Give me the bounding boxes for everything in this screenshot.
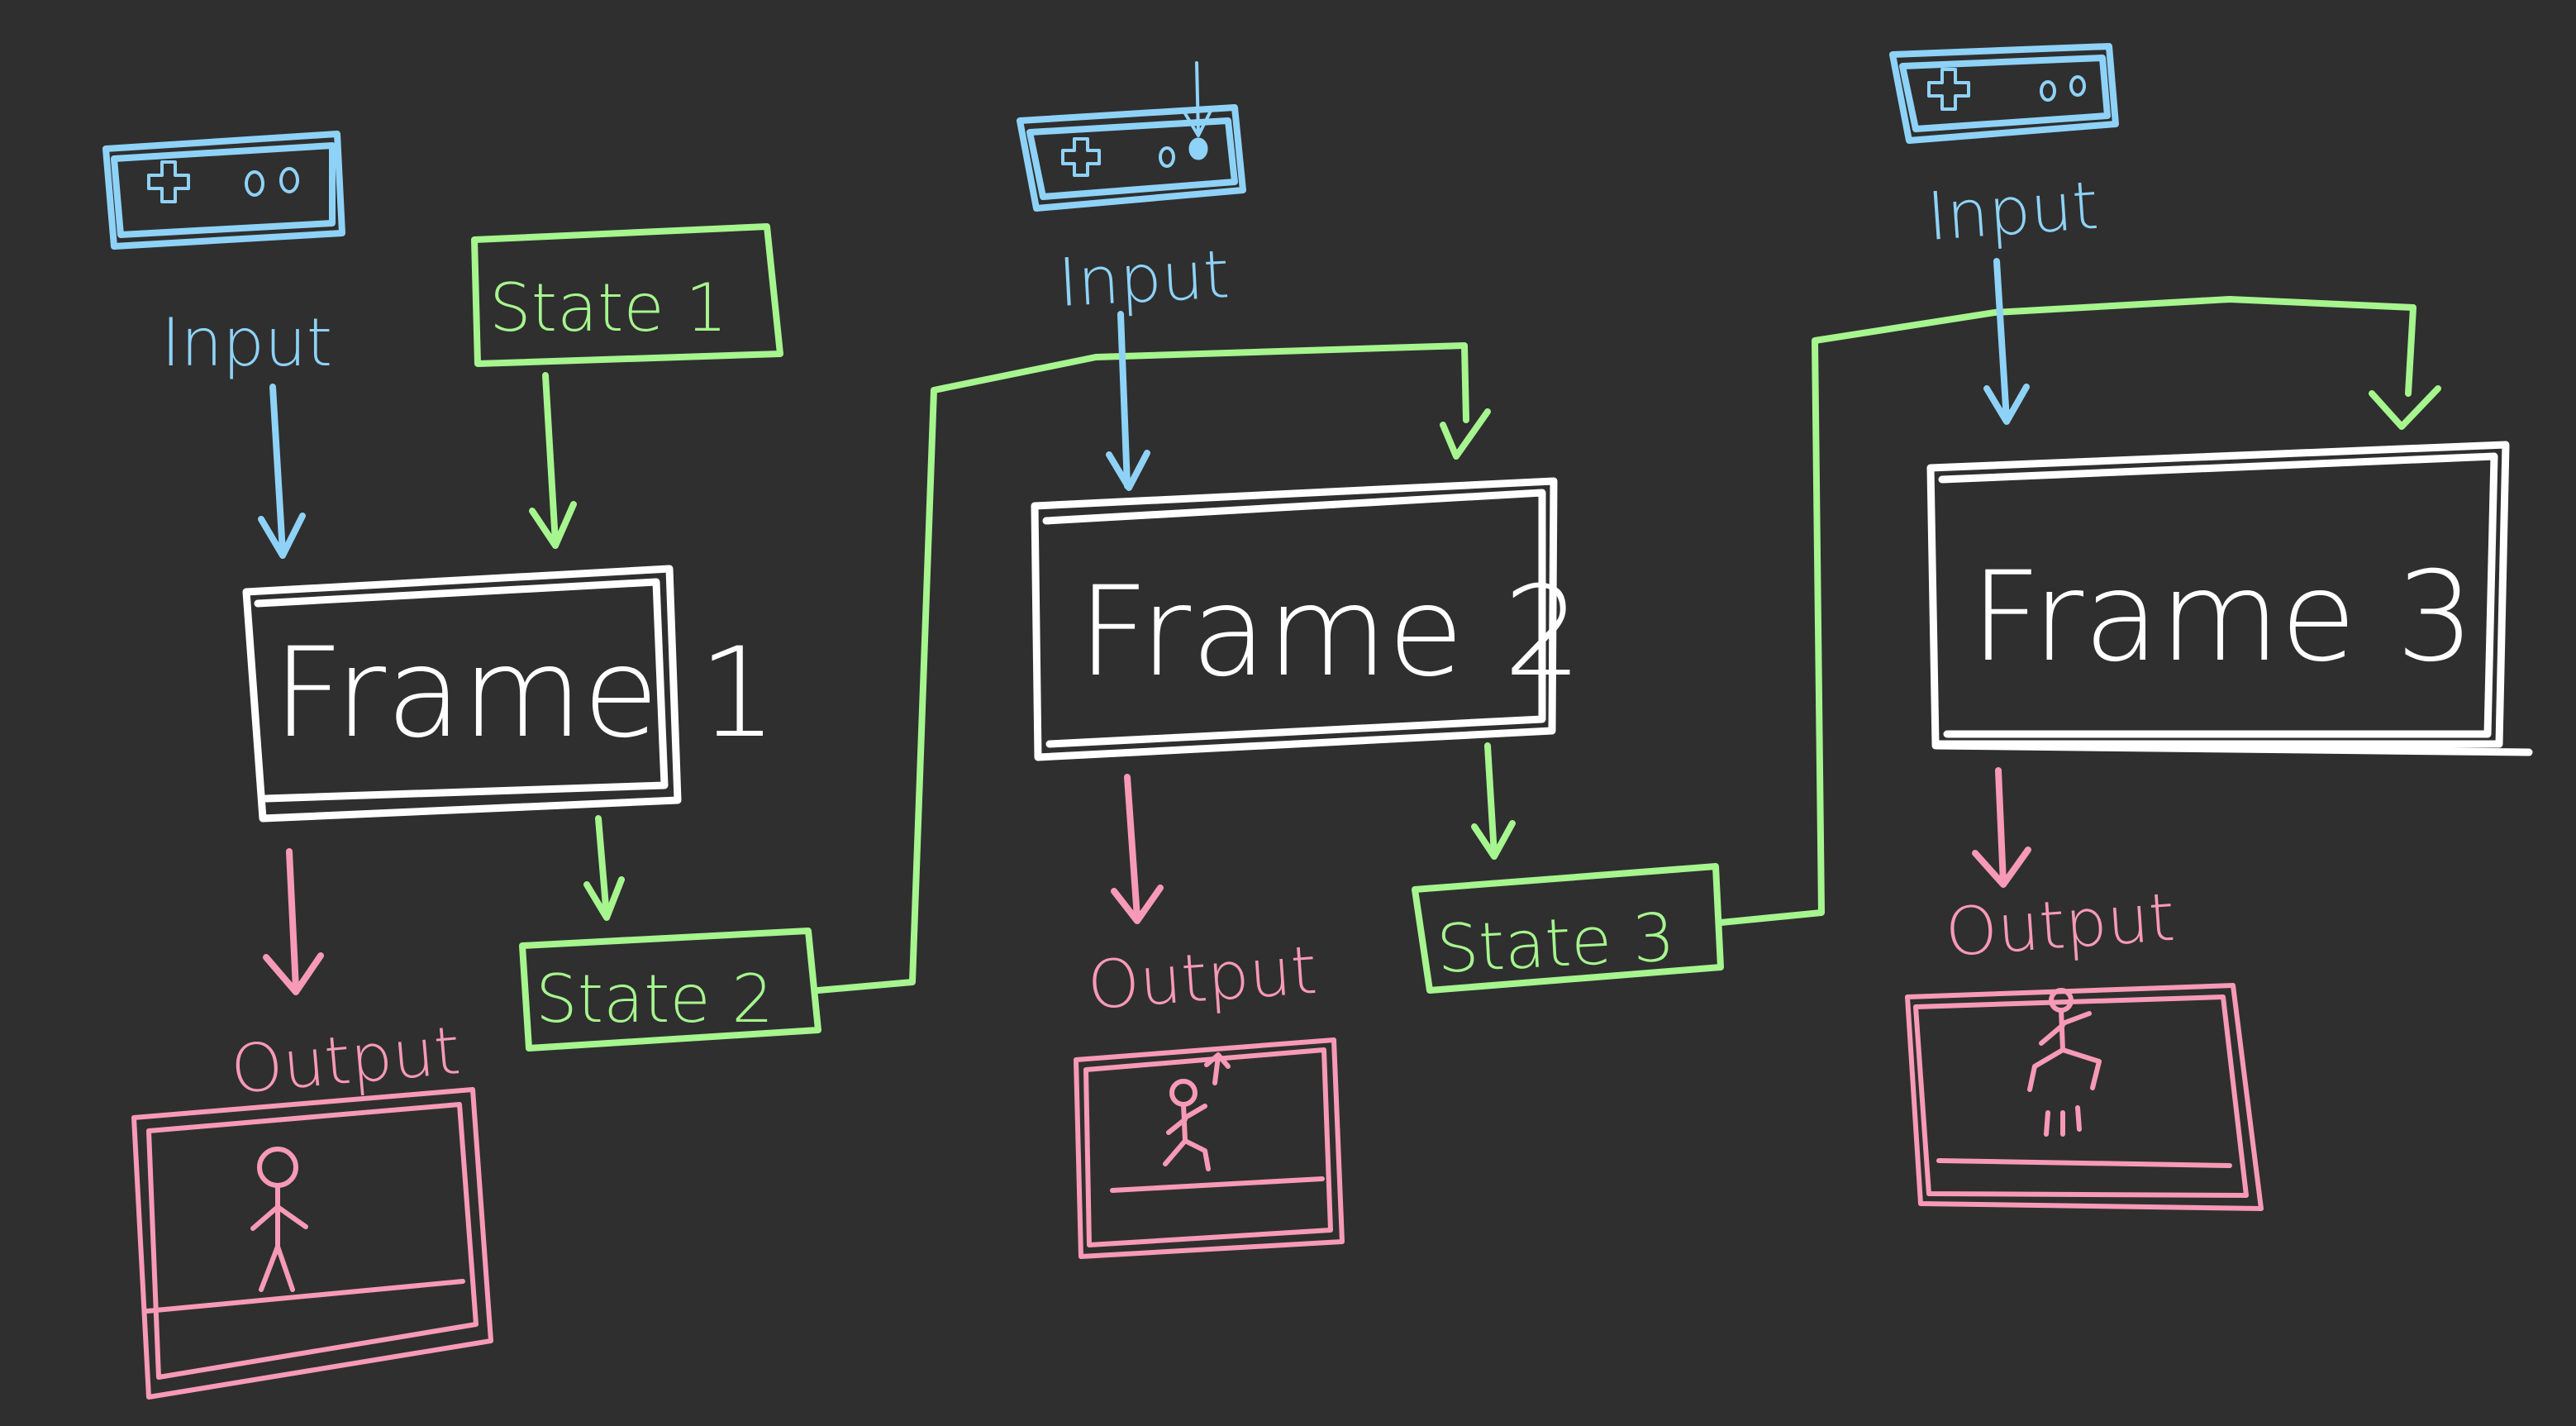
state-box-3: State 3 [1412,863,1724,994]
state3-connector [1717,296,2441,926]
state-label-2: State 2 [536,961,774,1037]
column-1: Input State 1 Frame 1 Output [102,131,821,1400]
stick-figure-icon-2 [1163,1052,1231,1171]
state-label-1: State 1 [489,269,727,346]
frame-box-3: Frame 3 [1926,441,2533,756]
frame-box-2: Frame 2 [1031,477,1582,761]
stick-figure-icon-3 [2027,988,2102,1137]
frame2-to-state3-arrow [1471,742,1516,860]
frame1-to-state2-arrow [583,815,625,921]
output-arrow-1 [263,848,324,995]
output-label-3: Output [1943,879,2178,971]
gamepad-icon [1889,43,2119,144]
game-screen-icon-3 [1905,983,2264,1211]
output-arrow-3 [1972,767,2031,888]
output-arrow-2 [1111,774,1164,924]
column-2: Input Frame 2 Output State 3 [1017,61,1724,1259]
input-label-2: Input [1056,236,1231,322]
state-box-2: State 2 [519,928,821,1052]
state1-arrow [529,372,577,549]
stick-figure-icon-1 [250,1147,308,1292]
state2-connector [815,342,1491,994]
frame-label-2: Frame 2 [1078,560,1582,704]
column-3: Input Frame 3 Output [1889,43,2533,1211]
input-arrow-1 [258,384,306,559]
game-screen-icon-1 [131,1087,493,1400]
input-label-3: Input [1925,167,2101,255]
input-arrow-2 [1106,311,1150,491]
gamepad-icon [1017,61,1246,212]
game-screen-icon-2 [1074,1037,1345,1259]
state-box-1: State 1 [471,223,783,367]
gamepad-icon [102,131,345,250]
state-label-3: State 3 [1435,899,1677,988]
input-arrow-3 [1983,258,2030,425]
output-label-2: Output [1085,932,1320,1024]
input-label-1: Input [161,304,332,381]
frame-label-1: Frame 1 [273,622,777,765]
frame-label-3: Frame 3 [1970,546,2474,689]
frame-box-1: Frame 1 [242,565,777,823]
